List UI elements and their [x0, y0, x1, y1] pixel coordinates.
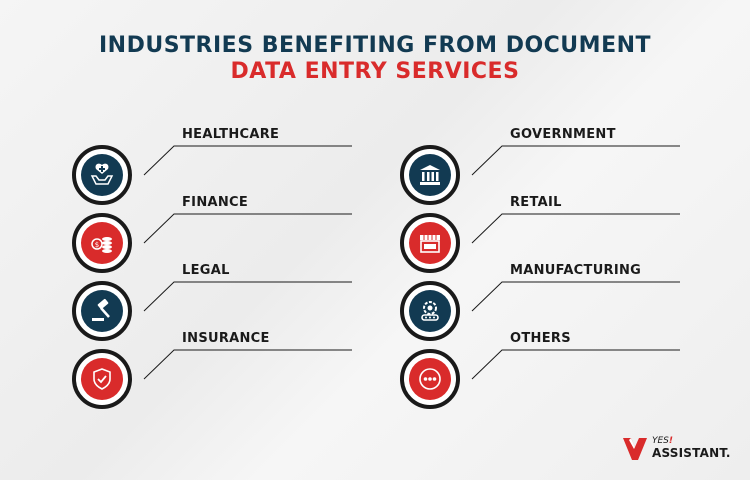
industry-item-finance: $ FINANCE: [72, 195, 372, 273]
shield-check-icon: [93, 368, 111, 390]
industry-label: LEGAL: [182, 263, 230, 278]
logo-bottom-text: ASSISTANT.: [652, 446, 731, 460]
gavel-icon: [92, 298, 110, 321]
connector-line: [471, 281, 680, 312]
more-dots-icon: [419, 368, 441, 390]
storefront-icon: [420, 235, 440, 253]
industry-item-manufacturing: MANUFACTURING: [400, 263, 700, 341]
industry-label: RETAIL: [510, 195, 562, 210]
svg-text:$: $: [95, 241, 99, 249]
industry-label: HEALTHCARE: [182, 127, 280, 142]
industry-icon-ring: [72, 281, 132, 341]
connector-line: [143, 281, 352, 312]
government-building-icon: [420, 165, 440, 185]
connector-line: [143, 349, 352, 380]
connector-line: [471, 145, 680, 176]
industry-item-insurance: INSURANCE: [72, 331, 372, 409]
industry-item-healthcare: HEALTHCARE: [72, 127, 372, 205]
coins-icon: $: [91, 237, 112, 253]
connector-line: [471, 213, 680, 244]
page-title-line2: DATA ENTRY SERVICES: [230, 59, 520, 84]
healthcare-hands-icon: [90, 163, 114, 185]
industry-icon-ring: [400, 213, 460, 273]
industry-label: INSURANCE: [182, 331, 270, 346]
industry-icon-ring: [72, 145, 132, 205]
industry-icon-ring: $: [72, 213, 132, 273]
industry-icon-ring: [72, 349, 132, 409]
industry-label: OTHERS: [510, 331, 571, 346]
logo-top-text: YES!: [652, 436, 674, 446]
connector-line: [471, 349, 680, 380]
industry-item-legal: LEGAL: [72, 263, 372, 341]
industry-icon-ring: [400, 281, 460, 341]
page-title-line1: INDUSTRIES BENEFITING FROM DOCUMENT: [98, 33, 652, 58]
industry-label: FINANCE: [182, 195, 249, 210]
industry-icon-ring: [400, 349, 460, 409]
industry-item-others: OTHERS: [400, 331, 700, 409]
connector-line: [143, 145, 352, 176]
industry-item-retail: RETAIL: [400, 195, 700, 273]
industry-item-government: GOVERNMENT: [400, 127, 700, 205]
industry-label: MANUFACTURING: [510, 263, 642, 278]
industry-icon-ring: [400, 145, 460, 205]
connector-line: [143, 213, 352, 244]
logo-mark-icon: [623, 438, 647, 460]
industry-label: GOVERNMENT: [510, 127, 616, 142]
yes-assistant-logo: YES! ASSISTANT.: [622, 435, 732, 465]
factory-gear-icon: [421, 301, 439, 321]
